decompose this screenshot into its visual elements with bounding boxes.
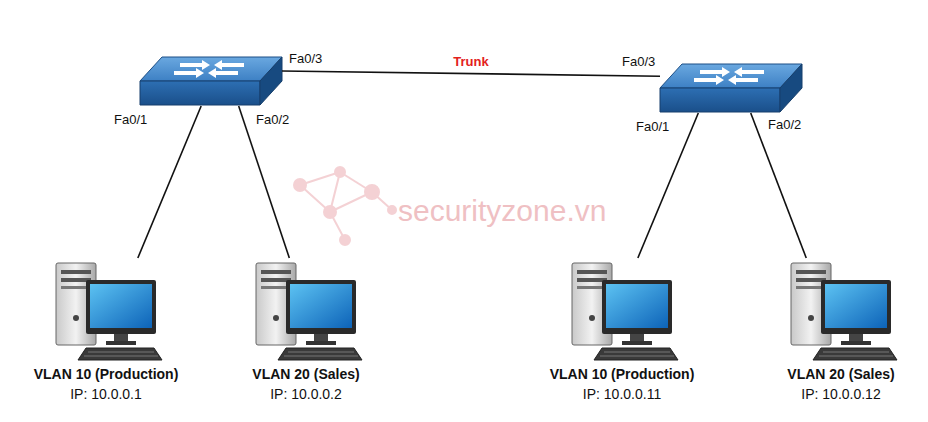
port-label: Fa0/1 <box>112 112 149 127</box>
pc-icon <box>56 263 162 360</box>
pc-node: VLAN 20 (Sales) IP: 10.0.0.12 <box>782 258 900 408</box>
port-label: Fa0/3 <box>620 54 657 69</box>
pc-node: VLAN 10 (Production) IP: 10.0.0.11 <box>545 258 700 408</box>
switch-icon <box>660 64 802 112</box>
ip-label: IP: 10.0.0.12 <box>782 386 900 402</box>
watermark: securityzone.vn <box>398 194 606 228</box>
vlan-label: VLAN 20 (Sales) <box>247 366 365 382</box>
ip-label: IP: 10.0.0.2 <box>247 386 365 402</box>
ip-label: IP: 10.0.0.1 <box>29 386 184 402</box>
ip-label: IP: 10.0.0.11 <box>545 386 700 402</box>
watermark-logo <box>294 167 396 245</box>
trunk-link <box>282 71 660 76</box>
vlan-label: VLAN 20 (Sales) <box>782 366 900 382</box>
pc-icon <box>791 263 897 360</box>
port-label: Fa0/3 <box>287 51 324 66</box>
port-label: Fa0/2 <box>766 117 803 132</box>
pc-node: VLAN 10 (Production) IP: 10.0.0.1 <box>29 258 184 408</box>
vlan-label: VLAN 10 (Production) <box>545 366 700 382</box>
vlan-label: VLAN 10 (Production) <box>29 366 184 382</box>
port-label: Fa0/1 <box>634 119 671 134</box>
access-link <box>239 106 290 258</box>
port-label: Fa0/2 <box>254 112 291 127</box>
pc-node: VLAN 20 (Sales) IP: 10.0.0.2 <box>247 258 365 408</box>
access-link <box>138 106 201 258</box>
switch-node: Fa0/3Fa0/1Fa0/2 <box>140 55 282 106</box>
switch-icon <box>140 57 282 105</box>
switch-node: Fa0/3Fa0/1Fa0/2 <box>660 62 802 113</box>
link-label: Trunk <box>450 54 491 69</box>
access-link <box>751 113 807 258</box>
access-link <box>638 113 698 258</box>
pc-icon <box>572 263 678 360</box>
pc-icon <box>256 263 362 360</box>
